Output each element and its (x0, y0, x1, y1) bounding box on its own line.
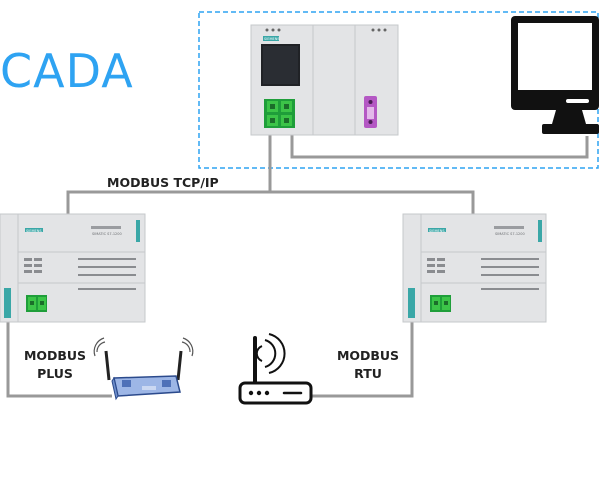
tcp-bus-line (66, 134, 272, 214)
modbus-rtu-line (311, 322, 414, 398)
modbus-rtu-line2: RTU (354, 366, 382, 382)
scada-title: CADA (0, 44, 134, 98)
plc-monitor-line (290, 134, 589, 159)
modbus-rtu-label: MODBUS RTU (331, 347, 405, 383)
modbus-plus-line1: MODBUS (23, 348, 87, 363)
plc-left-model: SIMATIC S7-1200 (92, 232, 122, 236)
plc-left-icon (0, 213, 146, 323)
modbus-plus-label: MODBUS PLUS (18, 347, 92, 383)
plc-right-model: SIMATIC S7-1200 (495, 232, 525, 236)
connection-lines (6, 134, 589, 398)
gateway-icon (93, 337, 194, 401)
plc-top-brand: SIEMENS (264, 37, 280, 41)
plc-left-brand: SIEMENS (26, 229, 42, 233)
plc-top-icon (250, 24, 399, 136)
plc-right-icon (402, 213, 547, 323)
modbus-rtu-line1: MODBUS (336, 348, 400, 363)
tcp-bus-line-right (270, 190, 475, 214)
router-icon (238, 333, 313, 405)
monitor-icon (511, 16, 599, 134)
modbus-tcp-label: MODBUS TCP/IP (107, 175, 219, 190)
plc-right-brand: SIEMENS (429, 229, 445, 233)
modbus-plus-line2: PLUS (37, 366, 73, 382)
modbus-plus-line (6, 322, 112, 398)
